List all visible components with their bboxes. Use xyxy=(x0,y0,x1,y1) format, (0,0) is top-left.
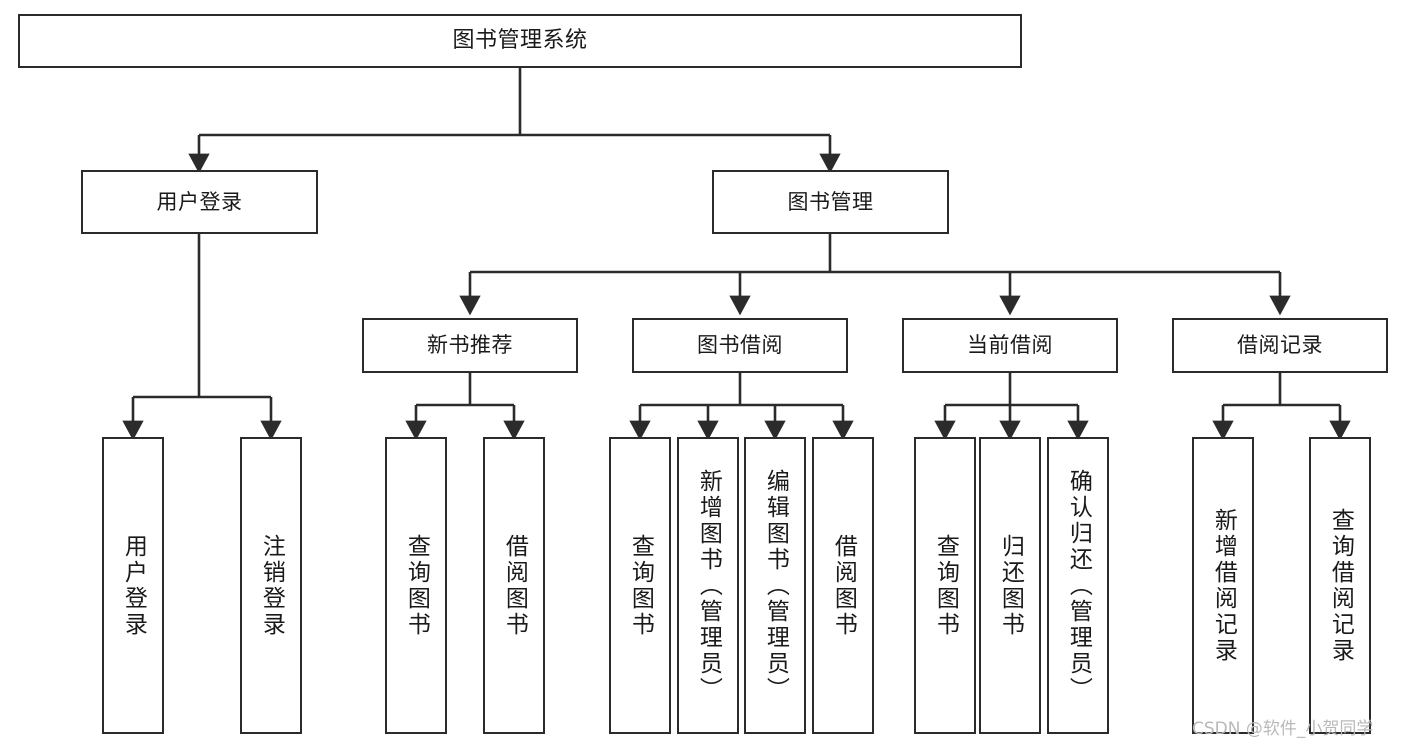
node-new-book-recommend[interactable]: 新书推荐 xyxy=(362,318,578,373)
node-label: 新书推荐 xyxy=(427,333,513,358)
node-label: 当前借阅 xyxy=(967,333,1053,358)
csdn-watermark: CSDN @软件_小贺同学 xyxy=(1192,719,1374,739)
node-label: 编辑图书（管理员） xyxy=(762,468,789,703)
node-book-management[interactable]: 图书管理 xyxy=(712,170,949,234)
node-label: 借阅记录 xyxy=(1237,333,1323,358)
node-label: 查询图书 xyxy=(932,533,959,638)
leaf-logout-login[interactable]: 注销登录 xyxy=(240,437,302,734)
leaf-confirm-return-admin[interactable]: 确认归还（管理员） xyxy=(1047,437,1109,734)
node-root-book-management-system[interactable]: 图书管理系统 xyxy=(18,14,1022,68)
node-label: 查询图书 xyxy=(627,533,654,638)
leaf-query-book-recommend[interactable]: 查询图书 xyxy=(385,437,447,734)
node-label: 确认归还（管理员） xyxy=(1065,468,1092,703)
node-current-borrow[interactable]: 当前借阅 xyxy=(902,318,1118,373)
leaf-add-book-admin[interactable]: 新增图书（管理员） xyxy=(677,437,739,734)
leaf-borrow-book-recommend[interactable]: 借阅图书 xyxy=(483,437,545,734)
leaf-user-login[interactable]: 用户登录 xyxy=(102,437,164,734)
leaf-borrow-book[interactable]: 借阅图书 xyxy=(812,437,874,734)
leaf-query-borrow-record[interactable]: 查询借阅记录 xyxy=(1309,437,1371,734)
node-label: 图书借阅 xyxy=(697,333,783,358)
node-label: 新增借阅记录 xyxy=(1210,507,1237,664)
node-label: 借阅图书 xyxy=(501,533,528,638)
leaf-edit-book-admin[interactable]: 编辑图书（管理员） xyxy=(744,437,806,734)
node-label: 用户登录 xyxy=(120,533,147,638)
node-label: 注销登录 xyxy=(258,533,285,638)
node-book-borrow[interactable]: 图书借阅 xyxy=(632,318,848,373)
leaf-query-book-current[interactable]: 查询图书 xyxy=(914,437,976,734)
node-user-login[interactable]: 用户登录 xyxy=(81,170,318,234)
leaf-return-book[interactable]: 归还图书 xyxy=(979,437,1041,734)
leaf-add-borrow-record[interactable]: 新增借阅记录 xyxy=(1192,437,1254,734)
node-label: 归还图书 xyxy=(997,533,1024,638)
node-label: 借阅图书 xyxy=(830,533,857,638)
node-label: 用户登录 xyxy=(156,189,243,214)
node-label: 新增图书（管理员） xyxy=(695,468,722,703)
node-label: 查询图书 xyxy=(403,533,430,638)
node-borrow-record[interactable]: 借阅记录 xyxy=(1172,318,1388,373)
leaf-query-book-borrow[interactable]: 查询图书 xyxy=(609,437,671,734)
node-label: 图书管理系统 xyxy=(452,28,588,54)
node-label: 查询借阅记录 xyxy=(1327,507,1354,664)
node-label: 图书管理 xyxy=(787,189,874,214)
